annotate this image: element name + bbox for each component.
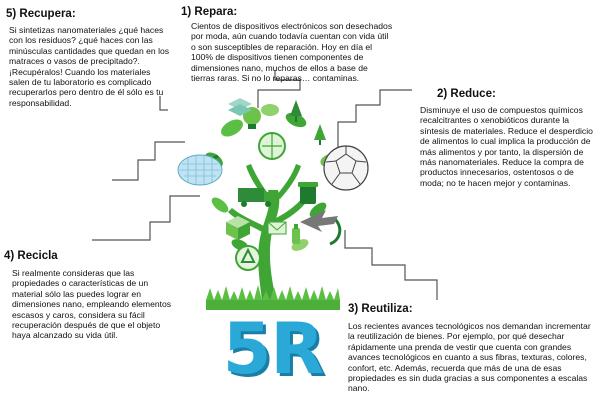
section-recicla-title: 4) Recicla <box>4 250 58 262</box>
connector-lines <box>92 70 438 300</box>
grass-strip <box>206 285 340 310</box>
bottle-icon <box>292 224 300 244</box>
connector-repara-arrow <box>159 96 168 111</box>
globe-icon <box>258 132 286 160</box>
leaf-icon <box>211 197 229 213</box>
cycle-arrow-icon <box>329 216 342 246</box>
section-reduce: 2) Reduce: Disminuye el uso de compuesto… <box>420 88 595 188</box>
leaf-icon <box>309 202 327 218</box>
recycle-bin-icon <box>298 182 318 204</box>
section-reutiliza-body: Los recientes avances tecnológicos nos d… <box>348 321 591 394</box>
recycle-symbol-icon <box>235 245 261 271</box>
section-reduce-title: 2) Reduce: <box>437 88 496 100</box>
section-recupera-body: Si sintetizas nanomateriales ¿qué haces … <box>9 25 170 108</box>
leaf-icon <box>221 119 243 137</box>
connector-reduce <box>337 89 412 150</box>
nanotube-sponge-icon <box>177 154 223 186</box>
section-repara-title: 1) Repara: <box>181 6 238 18</box>
section-repara: 1) Repara: Cientos de dispositivos elect… <box>181 6 393 83</box>
five-r-badge: 5R <box>208 304 338 396</box>
section-recupera: 5) Recupera: Si sintetizas nanomateriale… <box>6 8 172 108</box>
leaf-icon <box>261 104 279 116</box>
cube-icon <box>226 216 250 240</box>
connector-recupera <box>112 141 185 181</box>
paper-icon <box>267 221 287 235</box>
section-recicla-body: Si realmente consideras que las propieda… <box>12 268 172 341</box>
truck-icon <box>238 188 274 207</box>
canopy-icons <box>205 98 342 271</box>
connector-repara <box>257 70 301 108</box>
five-r-label: 5R <box>222 308 325 390</box>
section-reutiliza: 3) Reutiliza: Los recientes avances tecn… <box>348 303 596 394</box>
connector-recicla <box>92 195 200 241</box>
fullerene-icon <box>323 145 369 191</box>
section-reutiliza-title: 3) Reutiliza: <box>348 303 413 315</box>
section-recicla: 4) Recicla Si realmente consideras que l… <box>4 250 174 341</box>
tile-stack-icon <box>228 98 252 116</box>
section-reduce-body: Disminuye el uso de compuestos químicos … <box>420 105 593 188</box>
section-repara-body: Cientos de dispositivos electrónicos son… <box>191 21 393 84</box>
arrow-icon <box>300 210 338 232</box>
section-recupera-title: 5) Recupera: <box>6 8 76 20</box>
flow-arrows <box>300 210 338 232</box>
tree-icon <box>314 124 326 145</box>
tree-icon <box>290 100 302 122</box>
connector-reutiliza <box>344 230 438 300</box>
